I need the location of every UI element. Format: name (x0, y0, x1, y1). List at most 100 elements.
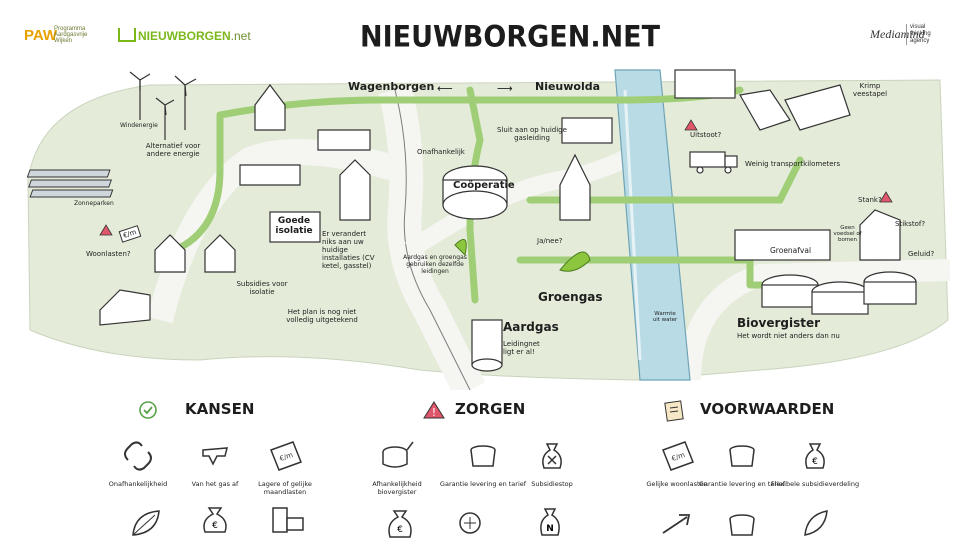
leaf-icon (132, 510, 160, 536)
label-biovergister: Biovergister (737, 316, 821, 330)
kansen-item-moneybag: € (170, 500, 260, 540)
label-goede-isolatie: Goede isolatie (275, 216, 313, 236)
nitrogen-bag-icon: N (540, 508, 560, 536)
voorwaarden-item-woonlasten: €/m Gelijke woonlasten (632, 438, 722, 488)
label-uitstoot: Uitstoot? (690, 131, 722, 139)
crossed-bag-icon (542, 443, 562, 469)
price-tag-icon: €/m (662, 441, 694, 471)
label-geen-voedsel: Geen voedsel of bomen (833, 225, 862, 243)
megaphone-icon (459, 512, 481, 534)
svg-text:!: ! (432, 406, 436, 419)
item-label: Van het gas af (191, 480, 239, 488)
chain-link-icon (124, 441, 152, 471)
kansen-item-gas: Van het gas af (170, 438, 260, 488)
item-label: Afhankelijkheid biovergister (372, 480, 422, 496)
solar-panels (26, 169, 114, 198)
item-label: Garantie levering en tarief (698, 480, 786, 488)
label-stikstof: Stikstof? (895, 220, 926, 228)
leaf-icon (804, 510, 828, 536)
label-weinig-transport: Weinig transportkilometers (745, 160, 841, 168)
page-title: NIEUWBORGEN.NET (360, 20, 661, 55)
label-leidingnet: Leidingnet ligt er al! (503, 340, 540, 356)
voorwaarden-item-garantie: Garantie levering en tarief (697, 438, 787, 488)
kansen-item-leaf (100, 505, 190, 545)
kansen-item-maandlasten: €/m Lagere of gelijke maandlasten (240, 438, 330, 496)
svg-text:€: € (397, 525, 403, 535)
agency-logo[interactable]: Mediamind (870, 27, 925, 41)
agency-subtitle: visual thinking agency (906, 24, 940, 45)
nieuwborgen-logo[interactable]: NIEUWBORGEN.net (118, 28, 251, 43)
check-icon (139, 401, 157, 419)
svg-text:N: N (546, 524, 554, 534)
houses (99, 69, 901, 326)
zorgen-item-megaphone (425, 505, 515, 545)
checklist-icon (664, 400, 684, 422)
label-onafhankelijk: Onafhankelijk (417, 148, 465, 156)
label-geluid: Geluid? (908, 250, 935, 258)
pot-icon (729, 514, 755, 536)
label-sluit-aan: Sluit aan op huidige gasleiding (497, 126, 567, 142)
arrow-icon (662, 514, 691, 534)
paw-logo[interactable]: PAW (24, 27, 58, 44)
zorgen-item-biovergister: Afhankelijkheid biovergister (352, 438, 442, 496)
aardgas-pipe (471, 319, 503, 372)
label-plan: Het plan is nog niet volledig uitgeteken… (286, 308, 358, 324)
item-label: Gelijke woonlasten (646, 480, 708, 488)
heading-zorgen: ZORGEN (455, 400, 526, 418)
label-ja-nee: Ja/nee? (537, 237, 563, 245)
label-krimp: Krimp veestapel (852, 82, 888, 98)
zorgen-item-nitrogen: N (505, 505, 595, 545)
voorwaarden-item-pot (697, 505, 787, 545)
canal (614, 69, 691, 381)
label-nieuwolda: Nieuwolda (535, 80, 601, 93)
label-groenafval: Groenafval (770, 246, 812, 255)
item-label: Garantie levering en tarief (439, 480, 527, 488)
zorgen-item-garantie: Garantie levering en tarief (438, 438, 528, 488)
label-er-verandert: Er verandert niks aan uw huidige install… (322, 230, 375, 270)
pot-icon (729, 445, 755, 467)
svg-text:€: € (212, 521, 218, 531)
arrow-left-icon: ⟵ (437, 82, 453, 95)
label-stank: Stank? (858, 196, 882, 204)
zorgen-item-moneybag: € (355, 505, 445, 545)
biovergister-tanks (761, 271, 917, 315)
header: PAW Programma Aardgasvrije Wijken NIEUWB… (0, 0, 960, 62)
wind-turbines (129, 71, 197, 140)
label-aardgas-groengas: Aardgas en groengas gebruiken dezelfde l… (403, 254, 467, 275)
label-subsidies-isolatie: Subsidies voor isolatie (236, 280, 288, 296)
item-label: Flexibele subsidieverdeling (770, 480, 860, 488)
voorwaarden-item-leaf (770, 505, 860, 545)
voorwaarden-item-subsidie: € Flexibele subsidieverdeling (770, 438, 860, 488)
label-woonlasten: Woonlasten? (86, 250, 131, 258)
arrow-right-icon: ⟶ (497, 82, 513, 95)
voorwaarden-item-arrow (632, 505, 722, 545)
item-label: Lagere of gelijke maandlasten (258, 480, 312, 496)
main-road-edge (394, 89, 471, 390)
item-label: Onafhankelijkheid (108, 480, 168, 488)
label-alternatief: Alternatief voor andere energie (145, 142, 201, 158)
label-cooperatie: Coöperatie (453, 180, 515, 191)
zorgen-item-subsidiestop: Subsidiestop (507, 438, 597, 488)
cooperatie-tank (442, 165, 508, 220)
price-tag-icon: €/m (270, 441, 302, 471)
label-groengas: Groengas (538, 290, 603, 304)
groenafval-bunker (734, 229, 831, 261)
label-wagenborgen: Wagenborgen (348, 80, 435, 93)
meter-icon (272, 507, 304, 533)
house-icon (118, 28, 136, 42)
paw-logo-subtitle: Programma Aardgasvrije Wijken (54, 26, 88, 44)
euro-bag-icon: € (805, 443, 825, 469)
heading-voorwaarden: VOORWAARDEN (700, 400, 835, 418)
truck-icon (689, 151, 738, 174)
label-warmte: Warmte uit water (652, 311, 678, 323)
kansen-item-onafhankelijkheid: Onafhankelijkheid (93, 438, 183, 488)
warning-icon (99, 119, 893, 236)
label-aardgas: Aardgas (503, 320, 559, 334)
money-bag-icon: € (203, 507, 227, 533)
pot-icon (470, 445, 496, 467)
label-het-wordt: Het wordt niet anders dan nu (737, 332, 840, 340)
svg-text:€: € (812, 457, 818, 467)
heading-kansen: KANSEN (185, 400, 255, 418)
label-windenergie: Windenergie (120, 122, 158, 129)
kansen-item-meter (240, 500, 330, 540)
